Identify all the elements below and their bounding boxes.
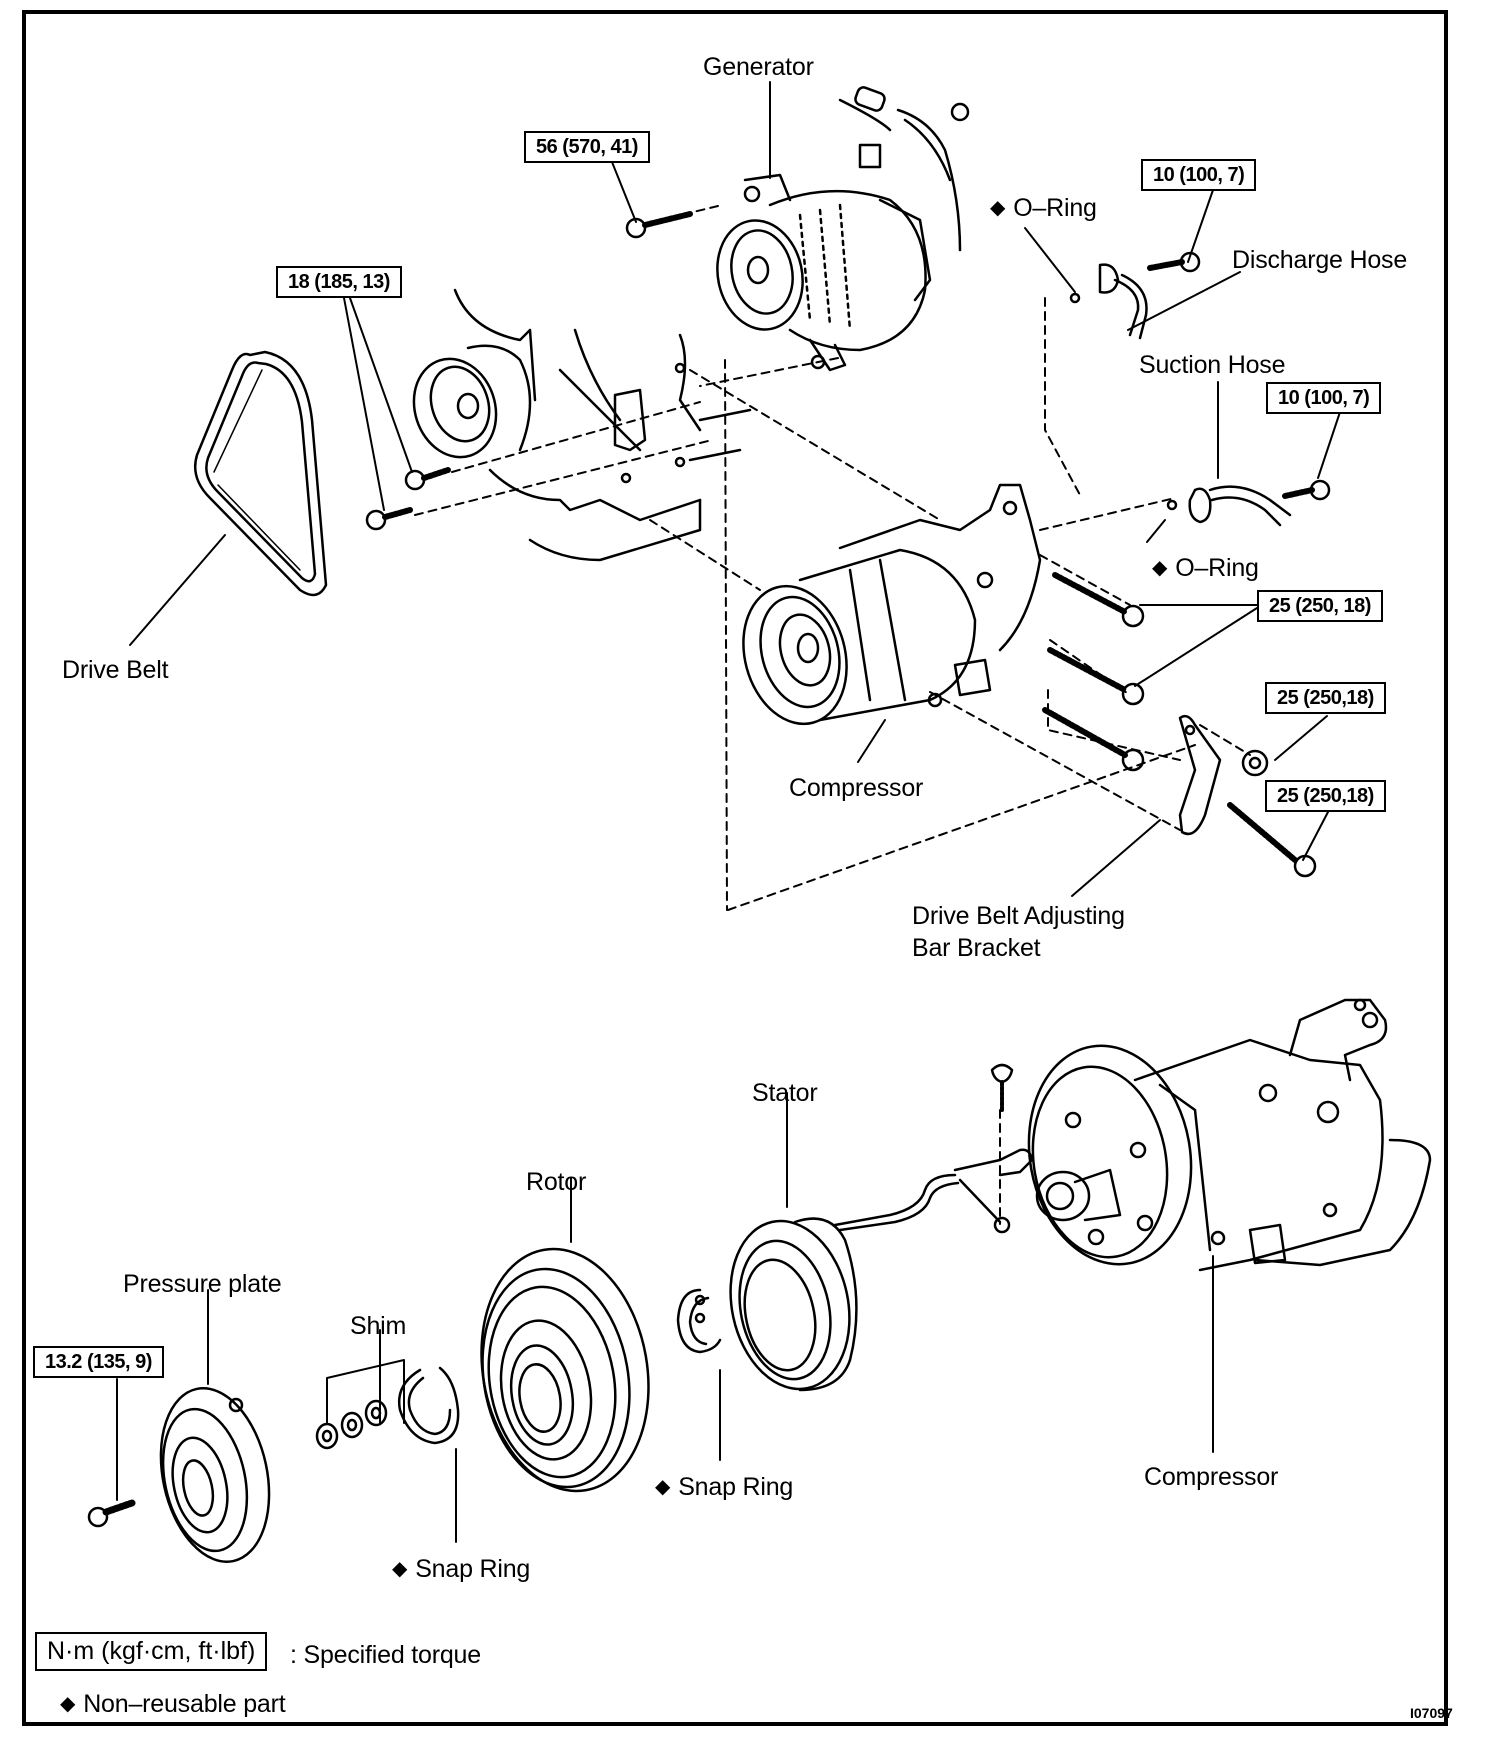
drive-belt-art xyxy=(193,350,328,597)
label-pressure-plate: Pressure plate xyxy=(123,1270,282,1298)
hoses-art xyxy=(1069,251,1331,527)
label-snap-ring-shim: ◆Snap Ring xyxy=(392,1555,531,1583)
adjusting-bracket-art xyxy=(1178,714,1317,878)
stator-art xyxy=(729,1063,1034,1392)
torque-pressure-plate-bolt: 13.2 (135, 9) xyxy=(33,1346,164,1378)
label-discharge-hose: Discharge Hose xyxy=(1232,246,1408,274)
label-adjusting-bracket-line2: Bar Bracket xyxy=(912,934,1041,962)
diagram-frame xyxy=(22,10,1448,1726)
torque-generator-bolt: 56 (570, 41) xyxy=(524,131,650,163)
compressor-top-art xyxy=(742,483,1145,772)
torque-compressor-bolts: 25 (250, 18) xyxy=(1257,590,1383,622)
torque-bracket-nut: 25 (250,18) xyxy=(1265,682,1386,714)
leader-lines xyxy=(116,81,1341,1543)
snap-ring-art xyxy=(676,1288,722,1354)
label-stator: Stator xyxy=(752,1079,818,1107)
non-reusable-diamond-icon: ◆ xyxy=(655,1476,671,1498)
non-reusable-diamond-icon: ◆ xyxy=(1152,557,1168,579)
torque-crank-bolts: 18 (185, 13) xyxy=(276,266,402,298)
engine-block-art xyxy=(365,288,752,562)
pressure-plate-art xyxy=(87,1386,271,1564)
torque-suction-hose-bolt: 10 (100, 7) xyxy=(1266,382,1382,414)
alignment-dashes xyxy=(414,205,1251,1225)
non-reusable-diamond-icon: ◆ xyxy=(392,1558,408,1580)
generator-art xyxy=(625,86,970,372)
label-suction-hose: Suction Hose xyxy=(1139,351,1286,379)
legend-torque-meaning: : Specified torque xyxy=(290,1641,481,1669)
label-shim: Shim xyxy=(350,1312,407,1340)
label-generator: Generator xyxy=(703,53,814,81)
shims-art xyxy=(315,1366,460,1450)
label-compressor-top: Compressor xyxy=(789,774,924,802)
rotor-art xyxy=(480,1247,650,1493)
label-compressor-bottom: Compressor xyxy=(1144,1463,1279,1491)
torque-discharge-hose-bolt: 10 (100, 7) xyxy=(1141,159,1257,191)
legend-non-reusable: ◆Non–reusable part xyxy=(60,1690,286,1718)
legend-torque-units-box: N·m (kgf·cm, ft·lbf) xyxy=(35,1632,268,1671)
label-snap-ring-stator: ◆Snap Ring xyxy=(655,1473,794,1501)
label-o-ring-lower: ◆O–Ring xyxy=(1152,554,1259,582)
label-drive-belt: Drive Belt xyxy=(62,656,169,684)
non-reusable-diamond-icon: ◆ xyxy=(990,197,1006,219)
non-reusable-diamond-icon: ◆ xyxy=(60,1693,76,1715)
compressor-bottom-art xyxy=(1027,998,1432,1272)
figure-id: I07097 xyxy=(1410,1705,1453,1721)
label-rotor: Rotor xyxy=(526,1168,587,1196)
label-adjusting-bracket-line1: Drive Belt Adjusting xyxy=(912,902,1125,930)
torque-bracket-bolt: 25 (250,18) xyxy=(1265,780,1386,812)
label-o-ring-upper: ◆O–Ring xyxy=(990,194,1097,222)
